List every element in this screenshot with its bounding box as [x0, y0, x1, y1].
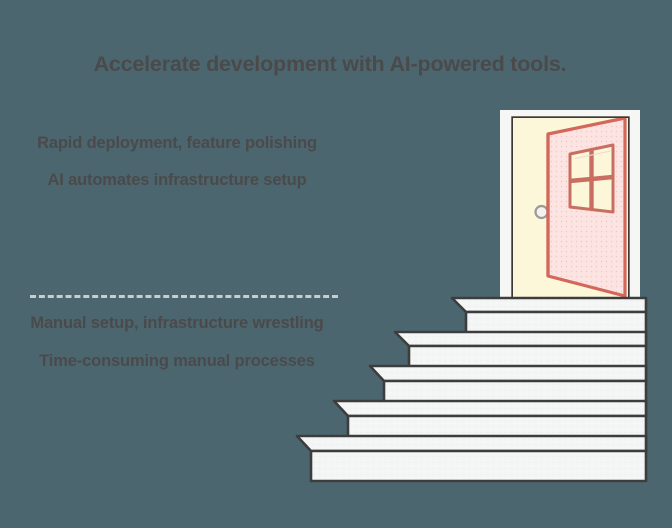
benefit-line-1: Rapid deployment, feature polishing: [37, 134, 317, 152]
drawback-line-2: Time-consuming manual processes: [39, 352, 315, 371]
manual-drawbacks-block: Manual setup, infrastructure wrestling T…: [27, 312, 327, 373]
stair-step-3-tread: [368, 364, 648, 383]
window-mullion-horizontal: [569, 174, 614, 184]
section-divider: [30, 295, 338, 298]
benefit-line-2: AI automates infrastructure setup: [47, 171, 307, 190]
stair-step-5-tread: [450, 296, 648, 314]
door-group: [500, 110, 640, 303]
stair-step-2-tread: [332, 399, 648, 418]
door-opening: [513, 118, 628, 300]
drawback-line-1: Manual setup, infrastructure wrestling: [30, 314, 324, 332]
stair-step-4-tread: [393, 330, 648, 348]
stair-step-1-tread: [295, 434, 648, 453]
staircase: [295, 296, 648, 483]
stair-step-1-riser: [309, 449, 648, 483]
ai-benefits-block: Rapid deployment, feature polishing AI a…: [27, 132, 327, 192]
door-knob[interactable]: [534, 204, 549, 220]
window-highlight: [574, 150, 611, 160]
page-title: Accelerate development with AI-powered t…: [93, 52, 567, 76]
